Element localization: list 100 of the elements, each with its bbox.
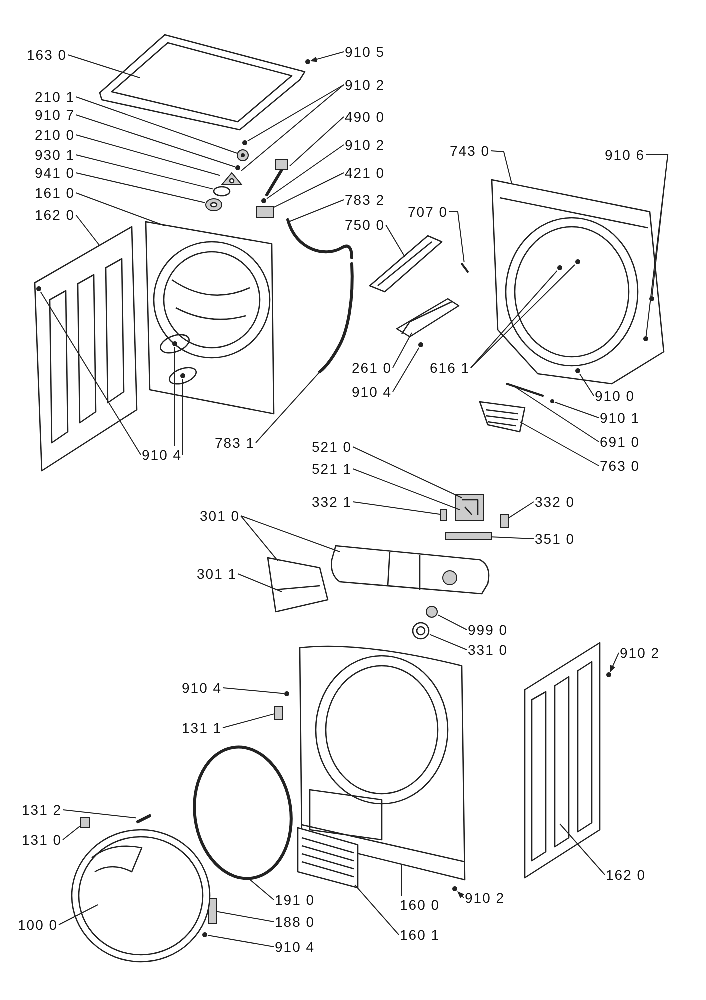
leader-line: [241, 84, 344, 172]
callout-number: 999 0: [468, 622, 508, 638]
leader-line: [222, 714, 274, 728]
callout-number: 910 2: [620, 645, 660, 661]
leader-line: [216, 911, 274, 922]
leader-line: [392, 348, 420, 392]
callout-number: 691 0: [600, 434, 640, 450]
callout-number: 301 0: [200, 508, 240, 524]
leader-line: [240, 516, 278, 562]
callout-number: 191 0: [275, 892, 316, 908]
leader-line: [76, 154, 214, 190]
callout-number: 910 4: [142, 447, 182, 463]
callout-number: 783 1: [215, 435, 256, 451]
callout-number: 910 2: [345, 137, 386, 153]
leader-line: [352, 468, 460, 510]
leader-line: [392, 332, 412, 368]
callout-number: 910 2: [465, 890, 506, 906]
leader-line: [448, 212, 465, 262]
leader-line: [352, 502, 440, 515]
callout-number: 783 2: [345, 192, 386, 208]
callout-number: 131 0: [22, 832, 62, 848]
callout-number: 763 0: [600, 458, 640, 474]
leader-line: [490, 150, 512, 184]
callout-number: 910 7: [35, 107, 76, 123]
callout-number: 750 0: [345, 217, 386, 233]
leader-line: [76, 214, 100, 246]
callout-number: 521 0: [312, 439, 352, 455]
leader-line: [62, 826, 80, 840]
leader-line: [76, 114, 236, 168]
leader-line: [554, 402, 600, 418]
callout-number: 301 1: [197, 566, 238, 582]
leader-line: [386, 224, 406, 258]
leader-line: [266, 144, 344, 200]
leader-line: [76, 134, 220, 176]
callout-number: 910 6: [605, 147, 646, 163]
callout-number: 910 4: [352, 384, 392, 400]
callout-number: 351 0: [535, 531, 576, 547]
leader-line: [354, 884, 400, 936]
leader-line: [274, 172, 344, 208]
callout-number: 910 0: [595, 388, 636, 404]
leader-line: [248, 84, 344, 142]
leader-line: [68, 54, 140, 78]
leader-line: [208, 935, 274, 948]
callout-number: 490 0: [345, 109, 386, 125]
callout-number: 910 4: [182, 680, 222, 696]
leader-line: [470, 264, 576, 368]
callout-number: 707 0: [408, 204, 448, 220]
leader-line: [76, 172, 206, 204]
callout-number: 162 0: [35, 207, 76, 223]
callout-number: 616 1: [430, 360, 470, 376]
leader-line: [352, 446, 462, 498]
leader-line: [76, 96, 238, 154]
callout-number: 160 0: [400, 897, 440, 913]
callout-number: 160 1: [400, 927, 440, 943]
leader-line: [62, 810, 136, 819]
callout-number: 930 1: [35, 147, 76, 163]
leader-line: [290, 116, 344, 167]
leader-line: [610, 652, 620, 673]
callout-number: 131 2: [22, 802, 62, 818]
leader-line: [520, 422, 600, 466]
callout-number: 910 5: [345, 44, 386, 60]
leader-line: [40, 292, 142, 456]
callout-number: 910 1: [600, 410, 640, 426]
leader-line: [508, 502, 534, 519]
callout-number: 210 0: [35, 127, 76, 143]
leader-line: [514, 386, 600, 442]
callout-number: 941 0: [35, 165, 76, 181]
leader-line: [492, 536, 534, 540]
callout-number: 910 2: [345, 77, 386, 93]
leader-line: [560, 824, 606, 876]
callout-number: 261 0: [352, 360, 392, 376]
callout-number: 421 0: [345, 165, 386, 181]
callout-number: 131 1: [182, 720, 222, 736]
leader-line: [240, 516, 340, 552]
callout-number: 162 0: [606, 867, 646, 883]
callout-number: 331 0: [468, 642, 508, 658]
callout-number: 332 0: [535, 494, 576, 510]
callout-number: 188 0: [275, 914, 316, 930]
leader-line: [222, 688, 284, 694]
callout-number: 161 0: [35, 185, 76, 201]
leader-line: [238, 574, 282, 592]
leader-line: [579, 374, 594, 396]
leader-line: [458, 892, 464, 898]
leader-line: [430, 634, 468, 650]
callout-number: 210 1: [35, 89, 76, 105]
callout-number: 743 0: [450, 143, 490, 159]
callout-number: 100 0: [18, 917, 58, 933]
callout-number: 332 1: [312, 494, 352, 510]
callout-number: 521 1: [312, 461, 352, 477]
leader-line: [182, 378, 184, 456]
leader-line: [438, 614, 468, 630]
leader-line: [646, 154, 669, 336]
leader-line: [58, 904, 98, 926]
callout-number: 910 4: [275, 939, 316, 955]
leader-line: [76, 192, 166, 226]
leader-line: [248, 878, 274, 900]
callout-number: 163 0: [27, 47, 68, 63]
leader-line: [288, 200, 344, 222]
leader-line: [310, 52, 344, 62]
leader-line: [256, 370, 322, 444]
